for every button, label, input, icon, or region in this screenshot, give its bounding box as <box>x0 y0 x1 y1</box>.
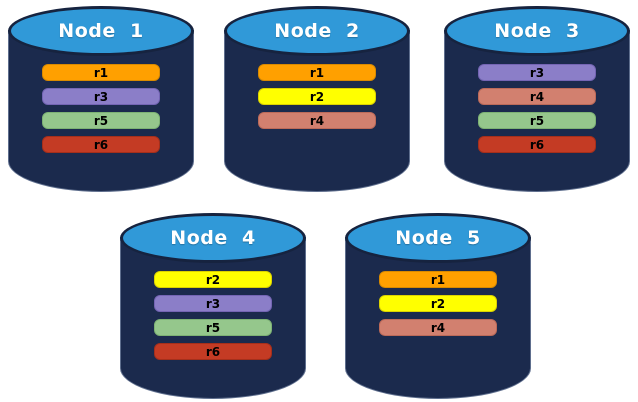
node-title: Node 5 <box>395 227 481 249</box>
cylinder-body <box>444 30 630 192</box>
node-title: Node 2 <box>274 20 360 42</box>
replica-bar-r3: r3 <box>478 64 596 81</box>
node-title: Node 3 <box>494 20 580 42</box>
cylinder-top-ellipse: Node 1 <box>8 6 194 56</box>
replica-list: r1 r2 r4 <box>379 271 497 336</box>
cylinder-top-ellipse: Node 4 <box>120 213 306 263</box>
replica-bar-r3: r3 <box>42 88 160 105</box>
node-title: Node 4 <box>170 227 256 249</box>
replica-bar-r6: r6 <box>478 136 596 153</box>
cylinder-body <box>8 30 194 192</box>
replica-bar-r5: r5 <box>42 112 160 129</box>
replica-bar-r5: r5 <box>478 112 596 129</box>
cylinder-top-ellipse: Node 3 <box>444 6 630 56</box>
replica-bar-r6: r6 <box>154 343 272 360</box>
cylinder-body <box>345 237 531 399</box>
cylinder-body <box>120 237 306 399</box>
replica-bar-r6: r6 <box>42 136 160 153</box>
replica-list: r3 r4 r5 r6 <box>478 64 596 153</box>
database-node-5: Node 5 r1 r2 r4 <box>345 213 531 399</box>
replica-bar-r1: r1 <box>379 271 497 288</box>
replica-bar-r5: r5 <box>154 319 272 336</box>
database-node-1: Node 1 r1 r3 r5 r6 <box>8 6 194 192</box>
database-node-4: Node 4 r2 r3 r5 r6 <box>120 213 306 399</box>
cylinder-body <box>224 30 410 192</box>
cylinder-top-ellipse: Node 5 <box>345 213 531 263</box>
node-title: Node 1 <box>58 20 144 42</box>
replica-bar-r2: r2 <box>379 295 497 312</box>
replica-bar-r4: r4 <box>478 88 596 105</box>
replica-bar-r2: r2 <box>154 271 272 288</box>
cylinder-top-ellipse: Node 2 <box>224 6 410 56</box>
replica-list: r2 r3 r5 r6 <box>154 271 272 360</box>
replica-list: r1 r2 r4 <box>258 64 376 129</box>
replica-bar-r1: r1 <box>42 64 160 81</box>
replica-bar-r3: r3 <box>154 295 272 312</box>
replica-bar-r4: r4 <box>258 112 376 129</box>
replica-bar-r1: r1 <box>258 64 376 81</box>
replica-bar-r4: r4 <box>379 319 497 336</box>
replica-bar-r2: r2 <box>258 88 376 105</box>
database-node-2: Node 2 r1 r2 r4 <box>224 6 410 192</box>
replica-list: r1 r3 r5 r6 <box>42 64 160 153</box>
database-node-3: Node 3 r3 r4 r5 r6 <box>444 6 630 192</box>
